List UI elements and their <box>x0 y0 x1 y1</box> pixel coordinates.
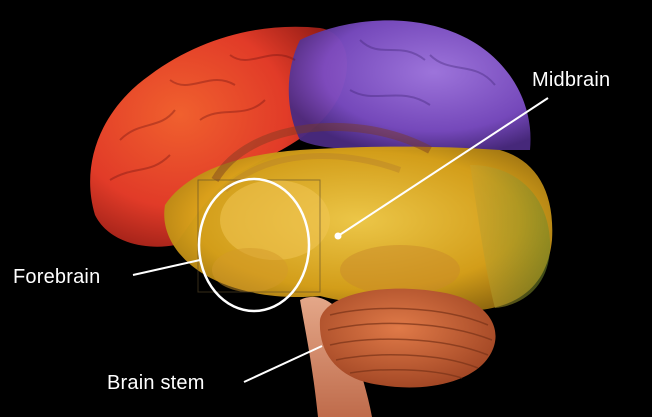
forebrain-leader-line <box>133 260 200 275</box>
basal-structure-shape <box>212 248 288 292</box>
thalamus-shape <box>220 180 330 260</box>
midbrain-pointer-dot <box>335 233 342 240</box>
brain-stem-label: Brain stem <box>107 373 205 393</box>
forebrain-label: Forebrain <box>13 267 100 287</box>
midbrain-label: Midbrain <box>532 70 610 90</box>
temporal-structure-shape <box>340 245 460 295</box>
cerebellum-shape <box>320 289 496 388</box>
brain-stem-leader-line <box>244 346 322 382</box>
